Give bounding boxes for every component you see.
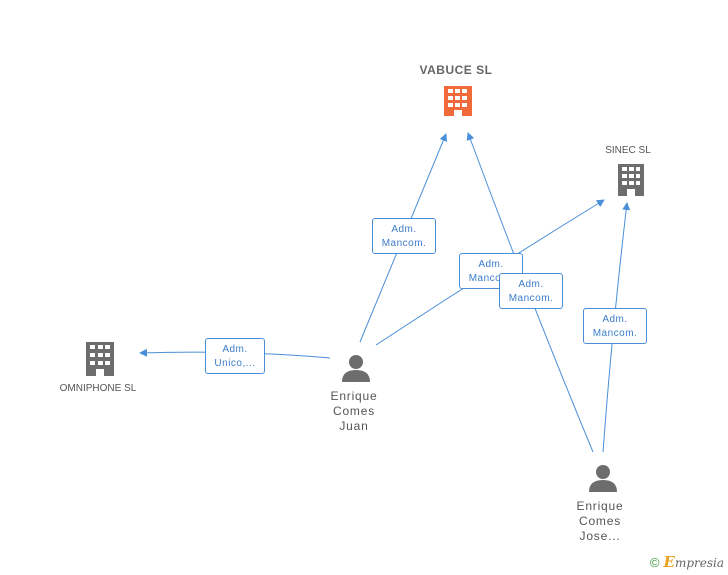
edge-label-line: Adm. bbox=[602, 314, 628, 325]
building-icon[interactable] bbox=[618, 164, 644, 196]
person-icon[interactable] bbox=[342, 355, 370, 382]
edge-label-line: Adm. bbox=[518, 279, 544, 290]
person-name-line: Enrique bbox=[576, 499, 624, 513]
edge-label-line: Unico,... bbox=[214, 358, 256, 369]
person-name-line: Jose... bbox=[579, 529, 621, 543]
edge-label-line: Mancom. bbox=[592, 328, 638, 339]
person-name-line: Enrique bbox=[330, 389, 378, 403]
person-label-enrique-jose[interactable]: Enrique Comes Jose... bbox=[577, 499, 624, 544]
person-icon[interactable] bbox=[589, 465, 617, 492]
edge-label-line: Adm. bbox=[222, 344, 248, 355]
company-label-vabuce[interactable]: VABUCE SL bbox=[419, 63, 493, 77]
person-name-line: Juan bbox=[339, 419, 369, 433]
edge-label-line: Mancom. bbox=[508, 293, 554, 304]
edge-label-line: Adm. bbox=[391, 224, 417, 235]
edge-label-juan-omniphone[interactable]: Adm. Unico,... bbox=[205, 338, 265, 374]
edge-label-jose-vabuce[interactable]: Adm. Mancom. bbox=[499, 273, 563, 309]
person-name-line: Comes bbox=[332, 404, 375, 418]
edge-label-line: Mancom. bbox=[381, 238, 427, 249]
brand-logo: Empresia bbox=[663, 553, 725, 571]
edge-label-line: Adm. bbox=[478, 259, 504, 270]
edge-label-jose-sinec[interactable]: Adm. Mancom. bbox=[583, 308, 647, 344]
footer-brand: ©Empresia bbox=[650, 553, 724, 571]
person-name-line: Comes bbox=[578, 514, 621, 528]
building-icon[interactable] bbox=[444, 86, 472, 116]
copyright-icon: © bbox=[649, 555, 660, 570]
brand-initial: E bbox=[663, 553, 675, 571]
edge-label-line: Mancom. bbox=[468, 273, 514, 284]
company-label-omniphone[interactable]: OMNIPHONE SL bbox=[59, 383, 137, 394]
building-icon[interactable] bbox=[86, 342, 114, 376]
edge-label-juan-vabuce[interactable]: Adm. Mancom. bbox=[372, 218, 436, 254]
person-label-enrique-juan[interactable]: Enrique Comes Juan bbox=[331, 389, 378, 434]
company-label-sinec[interactable]: SINEC SL bbox=[605, 145, 651, 156]
brand-name: mpresia bbox=[674, 556, 724, 570]
